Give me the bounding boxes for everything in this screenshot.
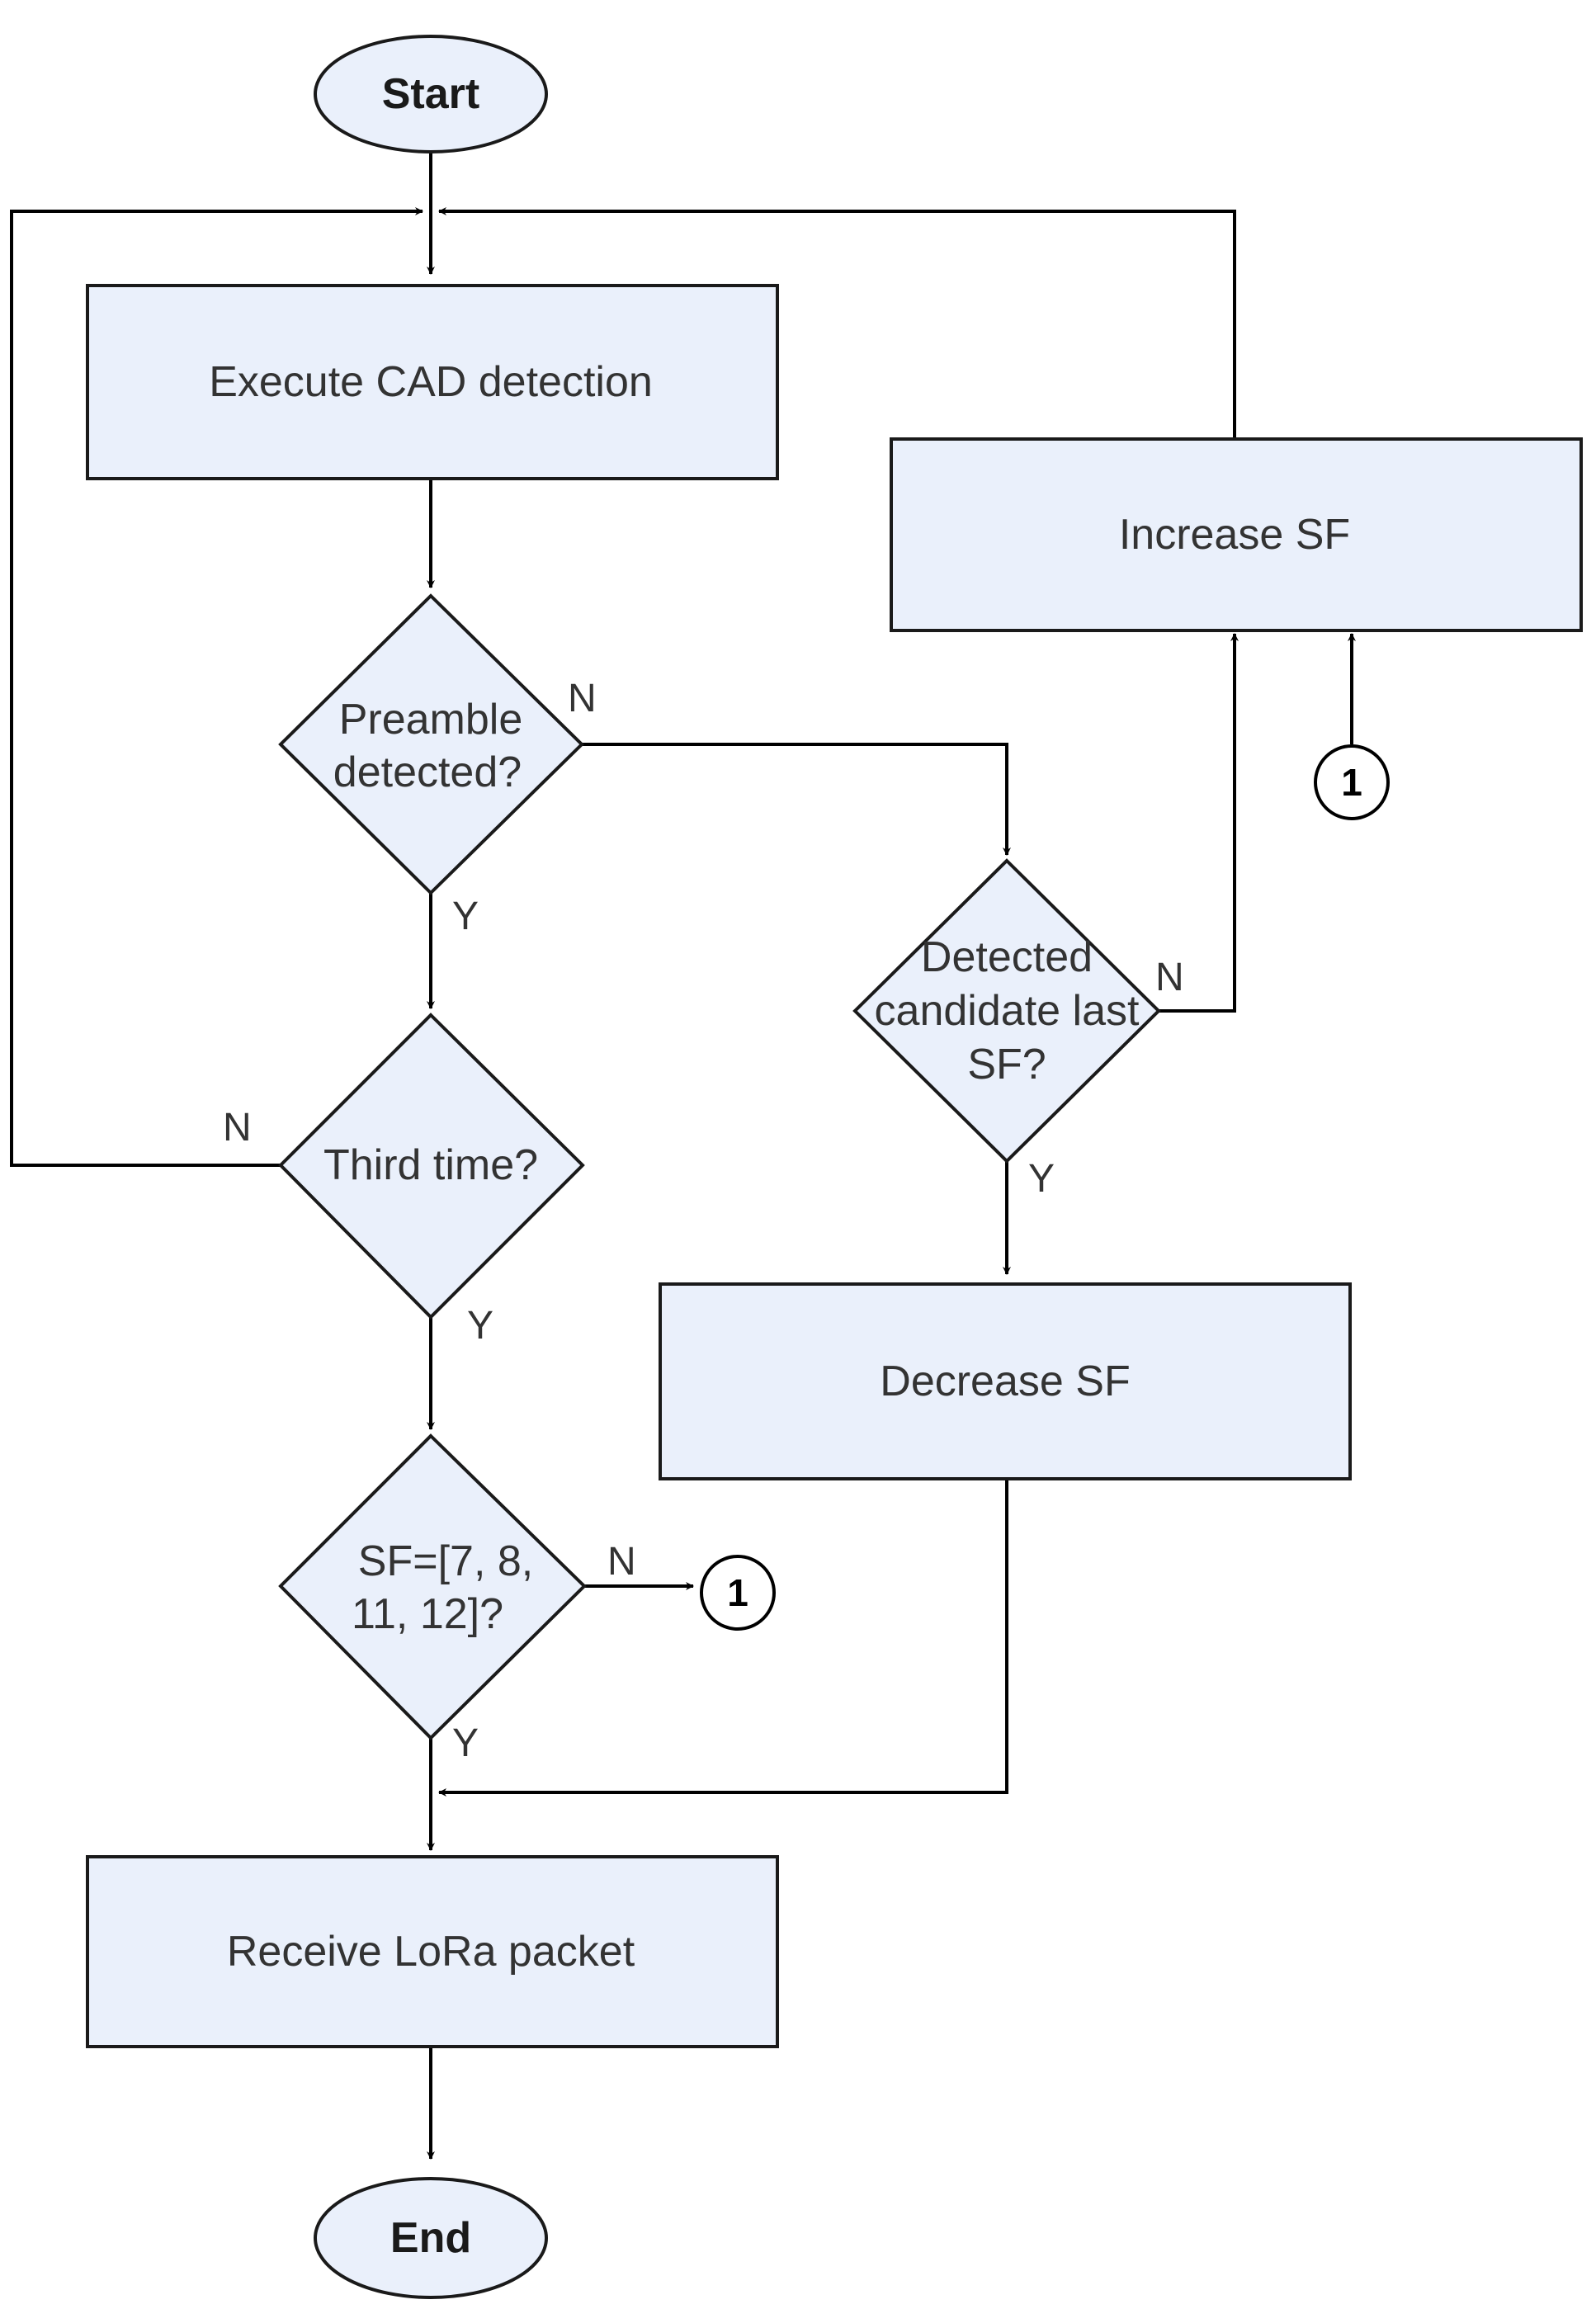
receive-label: Receive LoRa packet <box>227 1928 635 1976</box>
preamble-yes-label: Y <box>452 895 479 938</box>
connector-upper-label: 1 <box>1341 761 1362 804</box>
edge-increase-loop <box>438 207 1236 437</box>
third-no-label: N <box>223 1106 252 1150</box>
execute-cad-node: Execute CAD detection <box>86 284 779 480</box>
end-node: End <box>314 2177 548 2299</box>
connector-node-lower: 1 <box>700 1555 776 1631</box>
increase-sf-label: Increase SF <box>1119 511 1350 559</box>
execute-cad-label: Execute CAD detection <box>209 358 653 406</box>
detected-candidate-label-line3: SF? <box>967 1041 1046 1088</box>
edge-candidate-no <box>1159 633 1239 1013</box>
detected-candidate-decision: Detected candidate last SF? <box>852 858 1161 1164</box>
start-label: Start <box>382 70 479 118</box>
sf-yes-label: Y <box>452 1721 479 1765</box>
sf-check-label-line1: SF=[7, 8, <box>358 1537 533 1585</box>
end-label: End <box>390 2214 471 2262</box>
decrease-sf-node: Decrease SF <box>659 1282 1352 1480</box>
edge-decrease-join <box>438 1479 1008 1797</box>
third-time-decision: Third time? <box>278 1013 585 1320</box>
third-yes-label: Y <box>467 1304 493 1348</box>
detected-candidate-label-line1: Detected <box>921 933 1093 981</box>
decrease-sf-label: Decrease SF <box>880 1358 1130 1405</box>
detected-candidate-label-line2: candidate last <box>875 987 1140 1035</box>
connector-node-upper: 1 <box>1314 744 1390 820</box>
increase-sf-node: Increase SF <box>890 437 1583 632</box>
preamble-label-line2: detected? <box>333 748 522 796</box>
candidate-no-label: N <box>1155 956 1184 999</box>
start-node: Start <box>314 35 548 153</box>
edge-preamble-no <box>582 743 1011 856</box>
preamble-decision: Preamble detected? <box>278 593 584 895</box>
sf-check-decision: SF=[7, 8, 11, 12]? <box>278 1433 587 1740</box>
receive-node: Receive LoRa packet <box>86 1855 779 2048</box>
connector-lower-label: 1 <box>727 1571 748 1614</box>
candidate-yes-label: Y <box>1028 1157 1055 1201</box>
preamble-label-line1: Preamble <box>339 696 523 744</box>
third-time-label: Third time? <box>323 1141 538 1189</box>
sf-check-label-line2: 11, 12]? <box>352 1590 503 1638</box>
preamble-no-label: N <box>568 677 597 720</box>
edge-third-no-loop <box>10 207 423 1167</box>
sf-no-label: N <box>607 1540 636 1584</box>
